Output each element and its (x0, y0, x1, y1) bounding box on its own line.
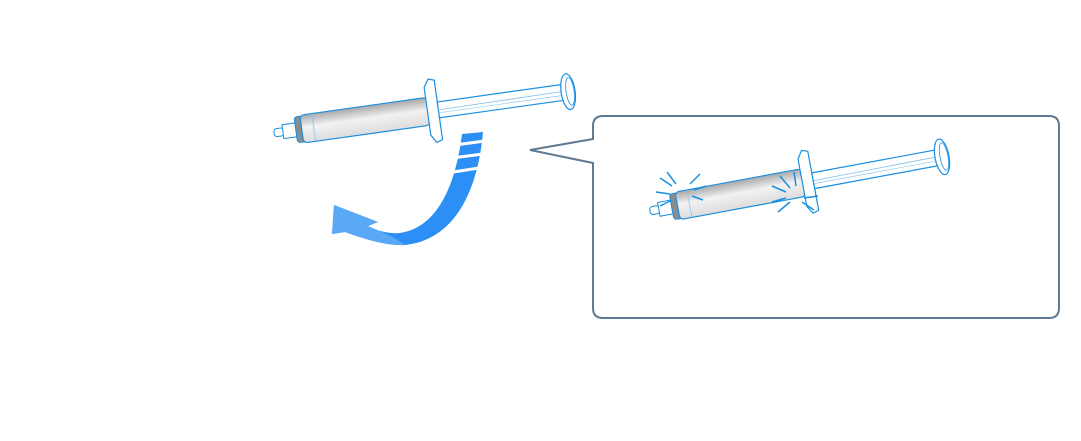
sparkle-hub-icon (655, 171, 707, 207)
syringe-sparkle-icon (643, 123, 956, 244)
sparkle-flange-icon (771, 171, 819, 213)
detail-callout (529, 115, 1060, 319)
curved-arrow-icon (332, 132, 486, 246)
